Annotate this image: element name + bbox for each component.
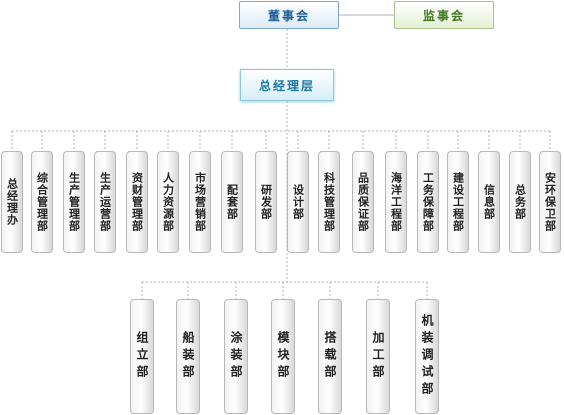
unit-label: 模块部 [276,331,290,382]
department-label: 综合管理部 [35,172,49,232]
supervisory-label: 监事会 [422,9,465,23]
department-label: 研发部 [259,184,273,220]
department-box: 总务部 [509,151,531,253]
department-label: 配套部 [225,184,239,220]
production-unit-box: 涂装部 [224,299,248,414]
department-box: 总经理办 [1,151,23,253]
department-box: 市场营销部 [189,151,211,253]
gm-label: 总经理层 [258,79,315,93]
department-box: 品质保证部 [352,151,374,253]
unit-label: 组立部 [135,331,149,382]
unit-label: 机装调试部 [420,314,434,399]
production-unit-box: 机装调试部 [415,299,439,414]
production-unit-box: 搭载部 [318,299,342,414]
production-unit-box: 船装部 [176,299,200,414]
department-label: 建设工程部 [451,172,465,232]
department-label: 工务保障部 [421,172,435,232]
general-manager-box: 总经理层 [240,69,334,101]
department-label: 海洋工程部 [389,172,403,232]
board-label: 董事会 [267,9,310,23]
department-box: 设计部 [287,151,309,253]
department-label: 市场营销部 [193,172,207,232]
department-box: 工务保障部 [417,151,439,253]
department-box: 人力资源部 [157,151,179,253]
department-box: 研发部 [255,151,277,253]
unit-label: 船装部 [181,331,195,382]
department-label: 安环保卫部 [543,172,557,232]
board-of-directors-box: 董事会 [239,1,339,29]
department-label: 人力资源部 [161,172,175,232]
department-box: 信息部 [478,151,500,253]
department-box: 科技管理部 [318,151,340,253]
department-label: 资财管理部 [130,172,144,232]
department-label: 科技管理部 [322,172,336,232]
department-box: 配套部 [221,151,243,253]
department-box: 生产管理部 [63,151,85,253]
unit-label: 搭载部 [323,331,337,382]
department-label: 品质保证部 [356,172,370,232]
department-label: 信息部 [482,184,496,220]
supervisory-board-box: 监事会 [394,1,494,29]
department-box: 海洋工程部 [385,151,407,253]
department-box: 综合管理部 [31,151,53,253]
production-unit-box: 加工部 [366,299,390,414]
department-label: 设计部 [291,184,305,220]
unit-label: 加工部 [371,331,385,382]
department-label: 总务部 [513,184,527,220]
production-unit-box: 组立部 [130,299,154,414]
production-unit-box: 模块部 [271,299,295,414]
department-label: 生产运营部 [98,172,112,232]
department-box: 生产运营部 [94,151,116,253]
department-box: 建设工程部 [447,151,469,253]
department-label: 生产管理部 [67,172,81,232]
department-box: 安环保卫部 [539,151,561,253]
unit-label: 涂装部 [229,331,243,382]
department-box: 资财管理部 [126,151,148,253]
department-label: 总经理办 [5,178,19,226]
